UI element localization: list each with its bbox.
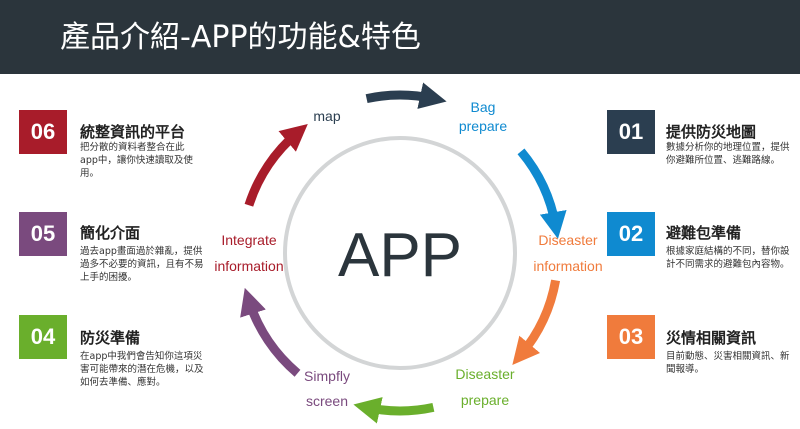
feature-badge-01: 01 bbox=[607, 110, 655, 154]
cycle-label-dprep-2: prepare bbox=[461, 392, 509, 408]
feature-title-06: 統整資訊的平台 bbox=[80, 123, 186, 141]
feature-badge-04: 04 bbox=[19, 315, 67, 359]
cycle-label-dinfo-1: Diseaster bbox=[538, 232, 597, 248]
feature-title-05: 簡化介面 bbox=[80, 224, 141, 242]
cycle-label-integ-1: Integrate bbox=[221, 232, 276, 248]
feature-title-04: 防災準備 bbox=[80, 329, 141, 347]
cycle-label-dprep-1: Diseaster bbox=[455, 366, 514, 382]
feature-badge-06: 06 bbox=[19, 110, 67, 154]
arrow-red bbox=[244, 123, 308, 207]
feature-desc-03: 目前動態、災害相關資訊、新聞報導。 bbox=[666, 351, 790, 375]
feature-desc-06: 把分散的資料者整合在此app中，讓你快速讀取及使用。 bbox=[80, 142, 193, 179]
arrow-purple bbox=[240, 287, 301, 377]
feature-desc-04: 在app中我們會告知你這項災害可能帶來的潛在危機，以及如何去準備、應對。 bbox=[80, 351, 204, 388]
cycle-label-bag-2: prepare bbox=[459, 118, 507, 134]
page-title: 產品介紹-APP的功能&特色 bbox=[60, 20, 421, 55]
feature-badge-02: 02 bbox=[607, 212, 655, 256]
feature-desc-02: 根據家庭結構的不同，替你設計不同需求的避難包內容物。 bbox=[666, 246, 790, 270]
feature-title-02: 避難包準備 bbox=[666, 224, 742, 242]
cycle-label-map: map bbox=[313, 108, 340, 124]
title-bar: 產品介紹-APP的功能&特色 bbox=[0, 0, 800, 74]
cycle-label-simp-1: Simpfly bbox=[304, 368, 350, 384]
feature-title-03: 災情相關資訊 bbox=[666, 329, 757, 347]
arrow-green bbox=[353, 397, 435, 424]
feature-badge-03: 03 bbox=[607, 315, 655, 359]
cycle-label-dinfo-2: information bbox=[533, 258, 602, 274]
cycle-label-bag-1: Bag bbox=[471, 99, 496, 115]
cycle-label-integ-2: information bbox=[214, 258, 283, 274]
feature-title-01: 提供防災地圖 bbox=[666, 123, 757, 141]
app-center-label: APP bbox=[338, 221, 462, 290]
feature-desc-01: 數據分析你的地理位置，提供你避難所位置、逃難路線。 bbox=[666, 142, 790, 166]
arrow-orange bbox=[512, 279, 561, 365]
arrow-dark bbox=[365, 82, 447, 109]
feature-desc-05: 過去app畫面過於雜亂，提供過多不必要的資訊，且有不易上手的困擾。 bbox=[80, 246, 204, 283]
cycle-label-simp-2: screen bbox=[306, 393, 348, 409]
feature-badge-05: 05 bbox=[19, 212, 67, 256]
center-ring bbox=[283, 136, 517, 370]
arrow-blue bbox=[517, 148, 567, 239]
